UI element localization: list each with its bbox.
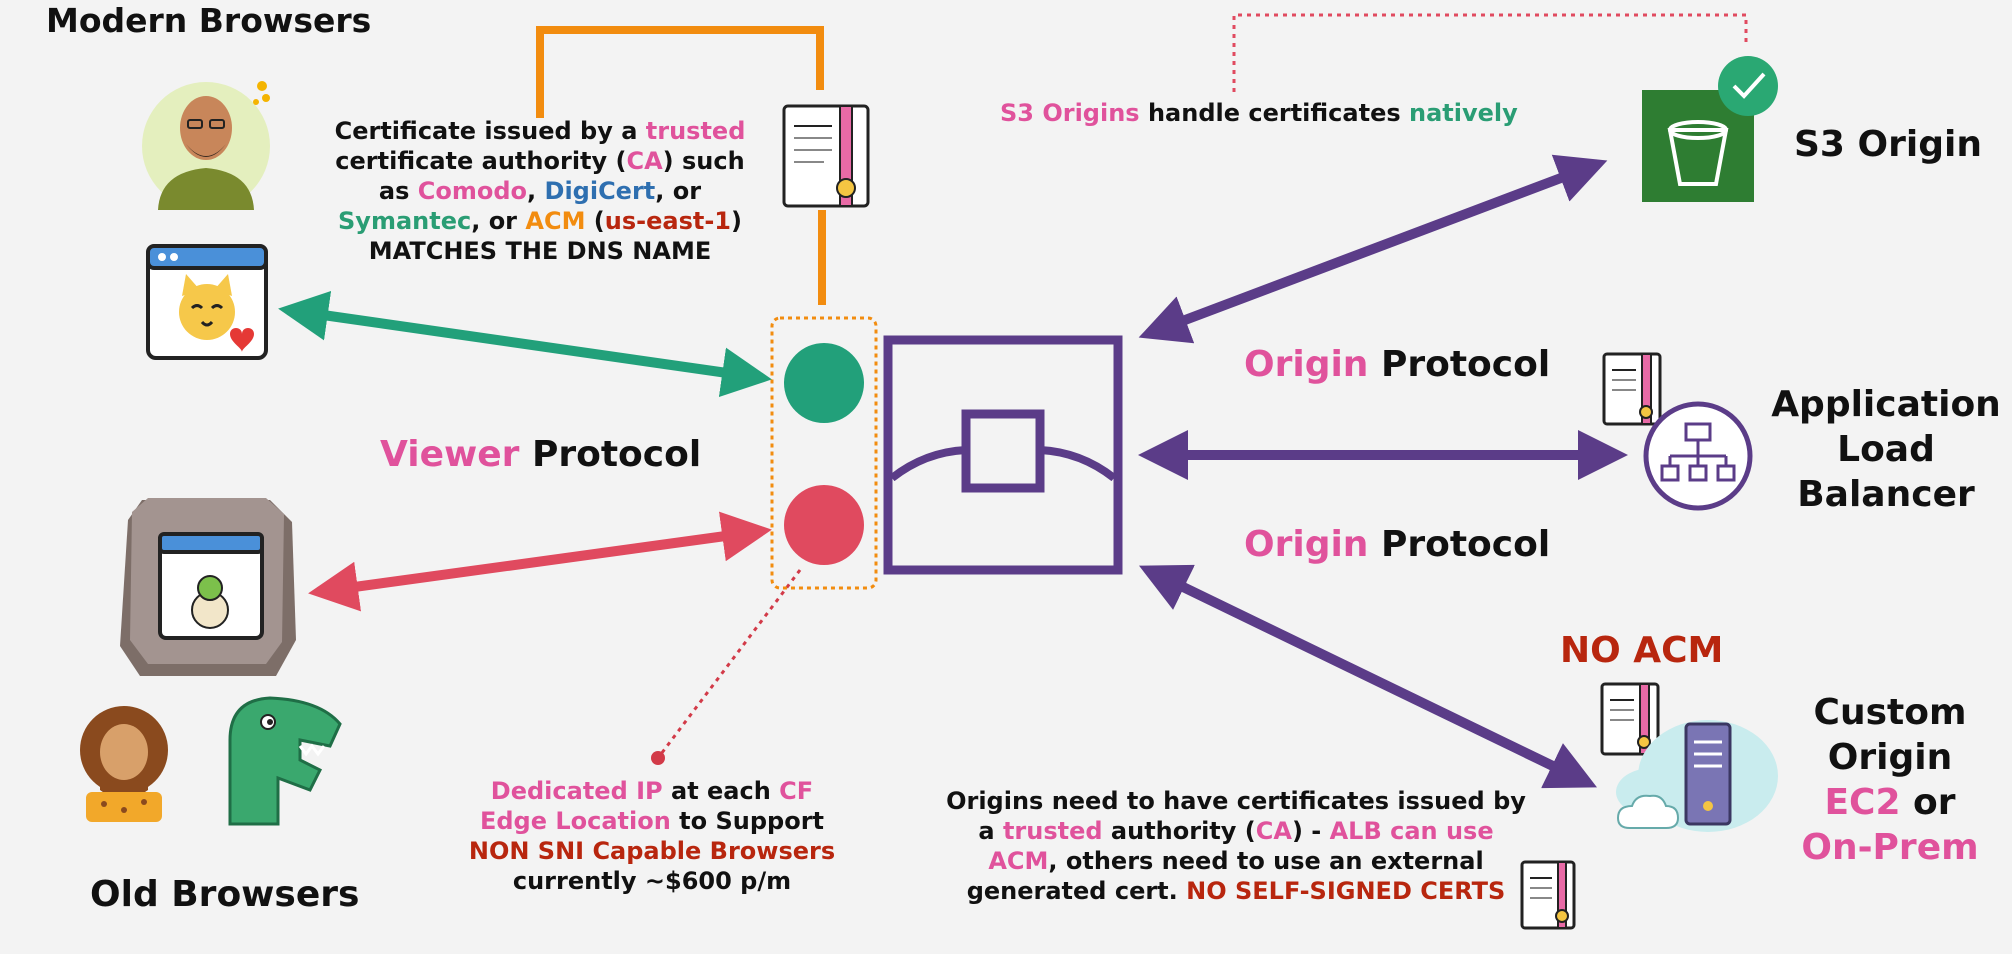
origins-note-acm: ACM [988,847,1049,875]
load-balancer-icon [1643,401,1753,511]
origin-protocol-word: Origin [1244,344,1369,385]
origins-note-alb: ALB can use [1329,817,1494,845]
dedicated-ip-note: Dedicated IP at each CF Edge Location to… [452,776,852,896]
server-cloud-icon [1616,720,1778,832]
origins-note-ca: CA [1255,817,1292,845]
s3-origin-arrow [1138,154,1608,344]
custom-origin-arrow [1138,564,1598,789]
cert-note-text: ) [731,207,742,235]
certificate-icon [782,104,870,208]
origins-note-trusted: trusted [1002,817,1103,845]
dedicated-ip-text: Dedicated IP [490,777,663,805]
dedicated-cost: currently ~$600 p/m [512,867,792,895]
s3-note-natively: natively [1409,99,1518,127]
dedicated-dotted-connector [656,569,802,759]
cloudfront-edge-icon [883,335,1123,575]
origin-protocol-top: Origin Protocol [1244,342,1550,387]
old-viewer-arrow [308,511,772,612]
protocol-word: Protocol [1368,344,1551,385]
dedicated-edge: Edge Location [479,807,671,835]
old-browsers-title: Old Browsers [90,874,360,915]
origins-note: Origins need to have certificates issued… [946,786,1526,906]
cert-note-text: certificate authority ( [335,147,627,175]
dinosaur-icon [228,696,342,826]
s3-note-text: handle certificates [1139,99,1409,127]
cert-note-digicert: DigiCert [544,177,656,205]
custom-origin-ec2: EC2 [1824,782,1901,823]
modern-viewer-arrow [278,290,772,398]
s3-note: S3 Origins handle certificates natively [1000,98,1518,128]
alb-label-line: Application [1771,384,2001,425]
cert-note-text: , or [471,207,526,235]
s3-dotted-connector [1232,13,1748,92]
cert-note-symantec: Symantec [338,207,472,235]
cert-note-ca: CA [626,147,663,175]
cert-connector-line [536,26,824,118]
dedicated-text: to Support [670,807,825,835]
protocol-lights-frame [770,316,878,590]
cert-note: Certificate issued by a trusted certific… [330,116,750,266]
origins-note-text: , others need to use an external [1048,847,1484,875]
cat-browser-icon [146,244,268,360]
alb-certificate-icon [1602,352,1662,426]
cert-note-text: , or [655,177,702,205]
protocol-word: Protocol [1368,524,1551,565]
custom-origin-onprem: On-Prem [1801,827,1979,868]
origins-note-no-self-signed: NO SELF-SIGNED CERTS [1186,877,1506,905]
origin-protocol-bottom: Origin Protocol [1244,522,1550,567]
person-avatar-icon [142,81,270,210]
alb-label-line: Balancer [1797,474,1975,515]
cert-note-region: us-east-1 [604,207,732,235]
cert-note-trusted: trusted [645,117,746,145]
origins-note-text: authority ( [1102,817,1256,845]
https-red-light [784,485,864,565]
cert-note-text: ) such [662,147,745,175]
s3-note-origins: S3 Origins [1000,99,1140,127]
origins-note-certificate-icon [1520,860,1576,930]
modern-browsers-title: Modern Browsers [46,1,372,40]
cert-note-match: MATCHES THE DNS NAME [368,237,712,265]
custom-origin-certificate-icon [1600,682,1660,756]
alb-label: Application Load Balancer [1766,382,2006,517]
s3-origin-label: S3 Origin [1794,124,1982,165]
cert-note-acm: ACM [525,207,586,235]
cert-note-text: ( [585,207,605,235]
origins-note-text: a [978,817,1003,845]
origin-protocol-word: Origin [1244,524,1369,565]
cert-note-text: Certificate issued by a [334,117,646,145]
alb-label-line: Load [1837,429,1935,470]
cert-note-text: , [527,177,545,205]
dedicated-cf: CF [779,777,814,805]
https-green-light [784,343,864,423]
dedicated-dot [651,751,665,765]
dedicated-non-sni: NON SNI Capable Browsers [468,837,836,865]
viewer-word: Viewer [380,434,520,475]
caveman-icon [80,706,168,822]
origins-note-text: ) - [1291,817,1330,845]
protocol-word: Protocol [519,434,702,475]
dedicated-text: at each [662,777,780,805]
cert-note-comodo: Comodo [417,177,528,205]
old-browser-icon [120,498,296,676]
viewer-protocol-label: Viewer Protocol [380,432,701,477]
verified-badge-icon [1718,56,1778,116]
custom-origin-line: Custom [1813,692,1967,733]
no-acm-label: NO ACM [1560,630,1724,671]
origins-note-line: Origins need to have certificates issued… [946,787,1526,815]
cert-note-text: as [378,177,418,205]
custom-origin-line: Origin [1827,737,1953,778]
custom-origin-or: or [1900,782,1956,823]
origins-note-text: generated cert. [966,877,1187,905]
custom-origin-label: Custom Origin EC2 or On-Prem [1790,690,1990,870]
